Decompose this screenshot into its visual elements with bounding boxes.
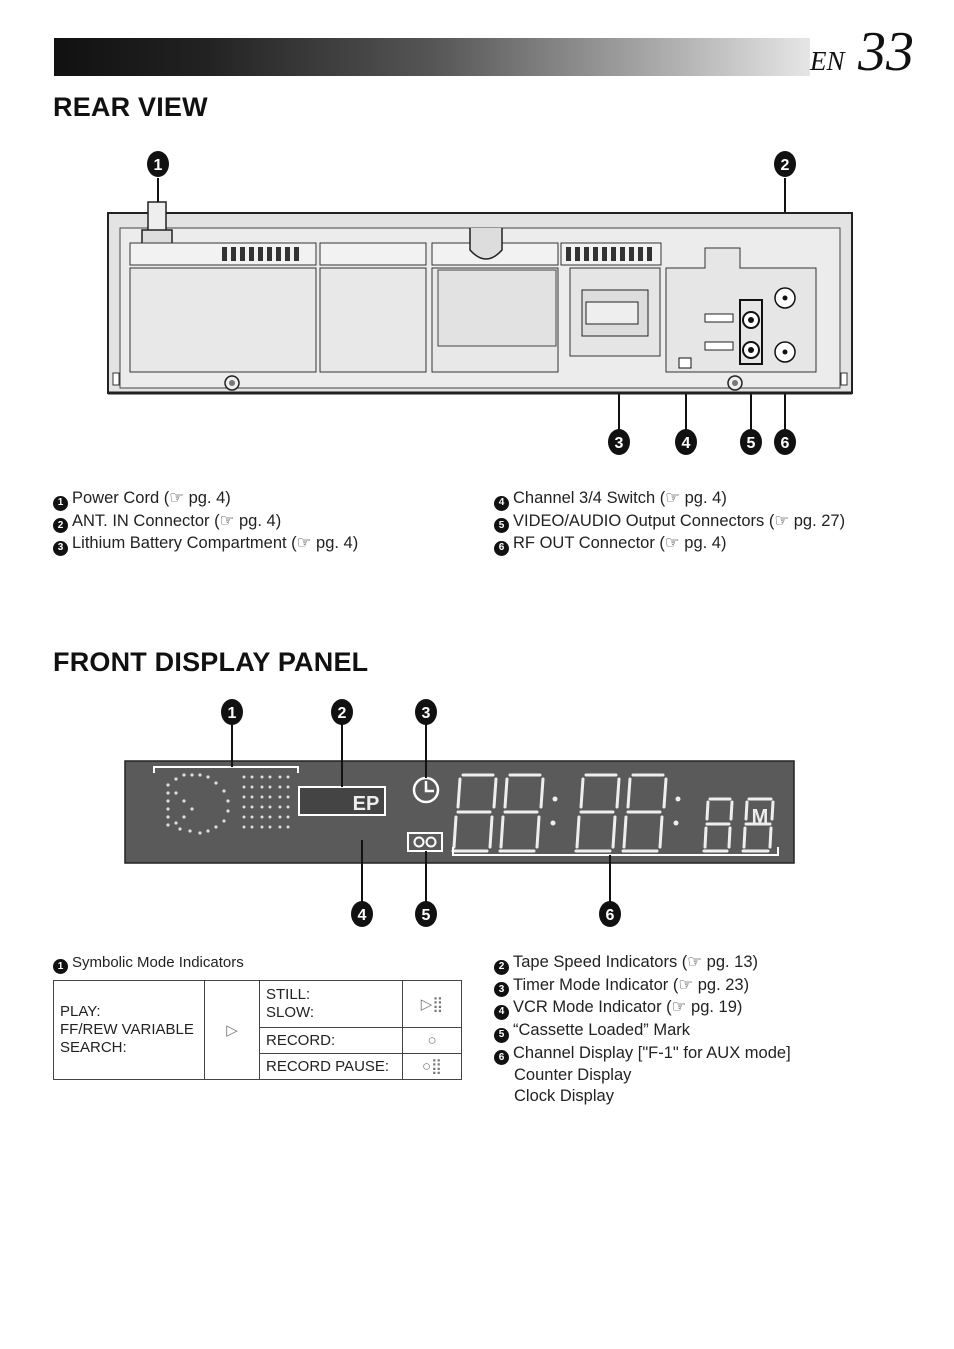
- legend-text: RF OUT Connector (☞ pg. 4): [513, 534, 727, 553]
- record-symbol-icon: ○: [402, 1027, 462, 1054]
- front-callout-5: 5: [422, 907, 431, 924]
- number-badge: 6: [494, 1050, 509, 1066]
- legend-text: Counter Display: [514, 1066, 632, 1085]
- still-label: STILL:: [266, 986, 311, 1004]
- legend-text: VCR Mode Indicator (☞ pg. 19): [513, 998, 743, 1017]
- record-pause-label-cell: RECORD PAUSE:: [259, 1052, 403, 1080]
- number-badge: 4: [494, 1004, 509, 1020]
- page-number: 33: [858, 21, 914, 83]
- symbolic-mode-table: PLAY: FF/REW VARIABLE SEARCH: ▷ STILL: S…: [53, 979, 462, 1080]
- front-callout-6: 6: [606, 907, 615, 924]
- front-panel-title: FRONT DISPLAY PANEL: [53, 647, 369, 677]
- rear-view-title: REAR VIEW: [53, 92, 208, 122]
- number-badge: 4: [494, 495, 509, 511]
- legend-text: Channel Display ["F-1" for AUX mode]: [513, 1043, 791, 1062]
- still-slow-symbol-icon: ▷⣿: [402, 979, 462, 1029]
- header-bar: [54, 38, 810, 76]
- front-callout-1: 1: [228, 705, 237, 722]
- legend-text: ANT. IN Connector (☞ pg. 4): [72, 511, 282, 530]
- rear-callout-3: 3: [615, 435, 624, 452]
- play-label-line: SEARCH:: [60, 1039, 127, 1056]
- number-badge: 2: [53, 518, 68, 534]
- legend-text: Lithium Battery Compartment (☞ pg. 4): [72, 534, 359, 553]
- rear-view-diagram: 1 2 3 4 5 6: [107, 151, 853, 455]
- number-badge: 3: [494, 982, 509, 998]
- front-callout-3: 3: [422, 705, 431, 722]
- number-badge: 3: [53, 540, 68, 556]
- legend-item: 5“Cassette Loaded” Mark: [494, 1020, 791, 1043]
- play-symbol-icon: ▷: [204, 980, 260, 1080]
- mode-table-caption: 1 Symbolic Mode Indicators: [53, 954, 244, 974]
- caption-text: Symbolic Mode Indicators: [72, 954, 244, 971]
- number-badge: 5: [494, 518, 509, 534]
- record-pause-symbol-icon: ○⣿: [402, 1052, 462, 1080]
- number-badge: 2: [494, 959, 509, 975]
- front-callout-4: 4: [358, 907, 367, 924]
- legend-text: Channel 3/4 Switch (☞ pg. 4): [513, 489, 727, 507]
- front-panel-diagram: EP M 1 2 3 4 5 6: [124, 699, 795, 927]
- legend-text: Power Cord (☞ pg. 4): [72, 489, 231, 507]
- legend-item: Clock Display: [494, 1086, 791, 1106]
- rear-callout-2: 2: [781, 157, 790, 174]
- record-pause-label: RECORD PAUSE:: [266, 1057, 390, 1075]
- number-badge: 1: [53, 495, 68, 511]
- record-label-cell: RECORD:: [259, 1027, 403, 1054]
- legend-text: Clock Display: [514, 1086, 614, 1105]
- tape-speed-indicator: EP: [353, 793, 380, 815]
- play-label-line: PLAY:: [60, 1003, 101, 1020]
- legend-text: VIDEO/AUDIO Output Connectors (☞ pg. 27): [513, 511, 846, 530]
- rear-callout-6: 6: [781, 435, 790, 452]
- play-label-line: FF/REW VARIABLE: [60, 1021, 194, 1038]
- still-slow-label-cell: STILL: SLOW:: [259, 979, 403, 1029]
- legend-text: “Cassette Loaded” Mark: [513, 1020, 690, 1039]
- number-badge: 1: [53, 959, 68, 974]
- rear-callout-4: 4: [682, 435, 691, 452]
- number-badge: 5: [494, 1027, 509, 1043]
- legend-item: Counter Display: [494, 1065, 791, 1085]
- page-language: EN: [810, 46, 845, 76]
- mode-letter-indicator: M: [752, 806, 769, 828]
- legend-text: Tape Speed Indicators (☞ pg. 13): [513, 953, 759, 971]
- number-badge: 6: [494, 540, 509, 556]
- rear-callout-1: 1: [154, 157, 163, 174]
- rear-callout-5: 5: [747, 435, 756, 452]
- legend-text: Timer Mode Indicator (☞ pg. 23): [513, 975, 750, 994]
- record-label: RECORD:: [266, 1031, 336, 1049]
- slow-label: SLOW:: [266, 1004, 315, 1022]
- play-label-cell: PLAY: FF/REW VARIABLE SEARCH:: [53, 980, 205, 1080]
- front-callout-2: 2: [338, 705, 347, 722]
